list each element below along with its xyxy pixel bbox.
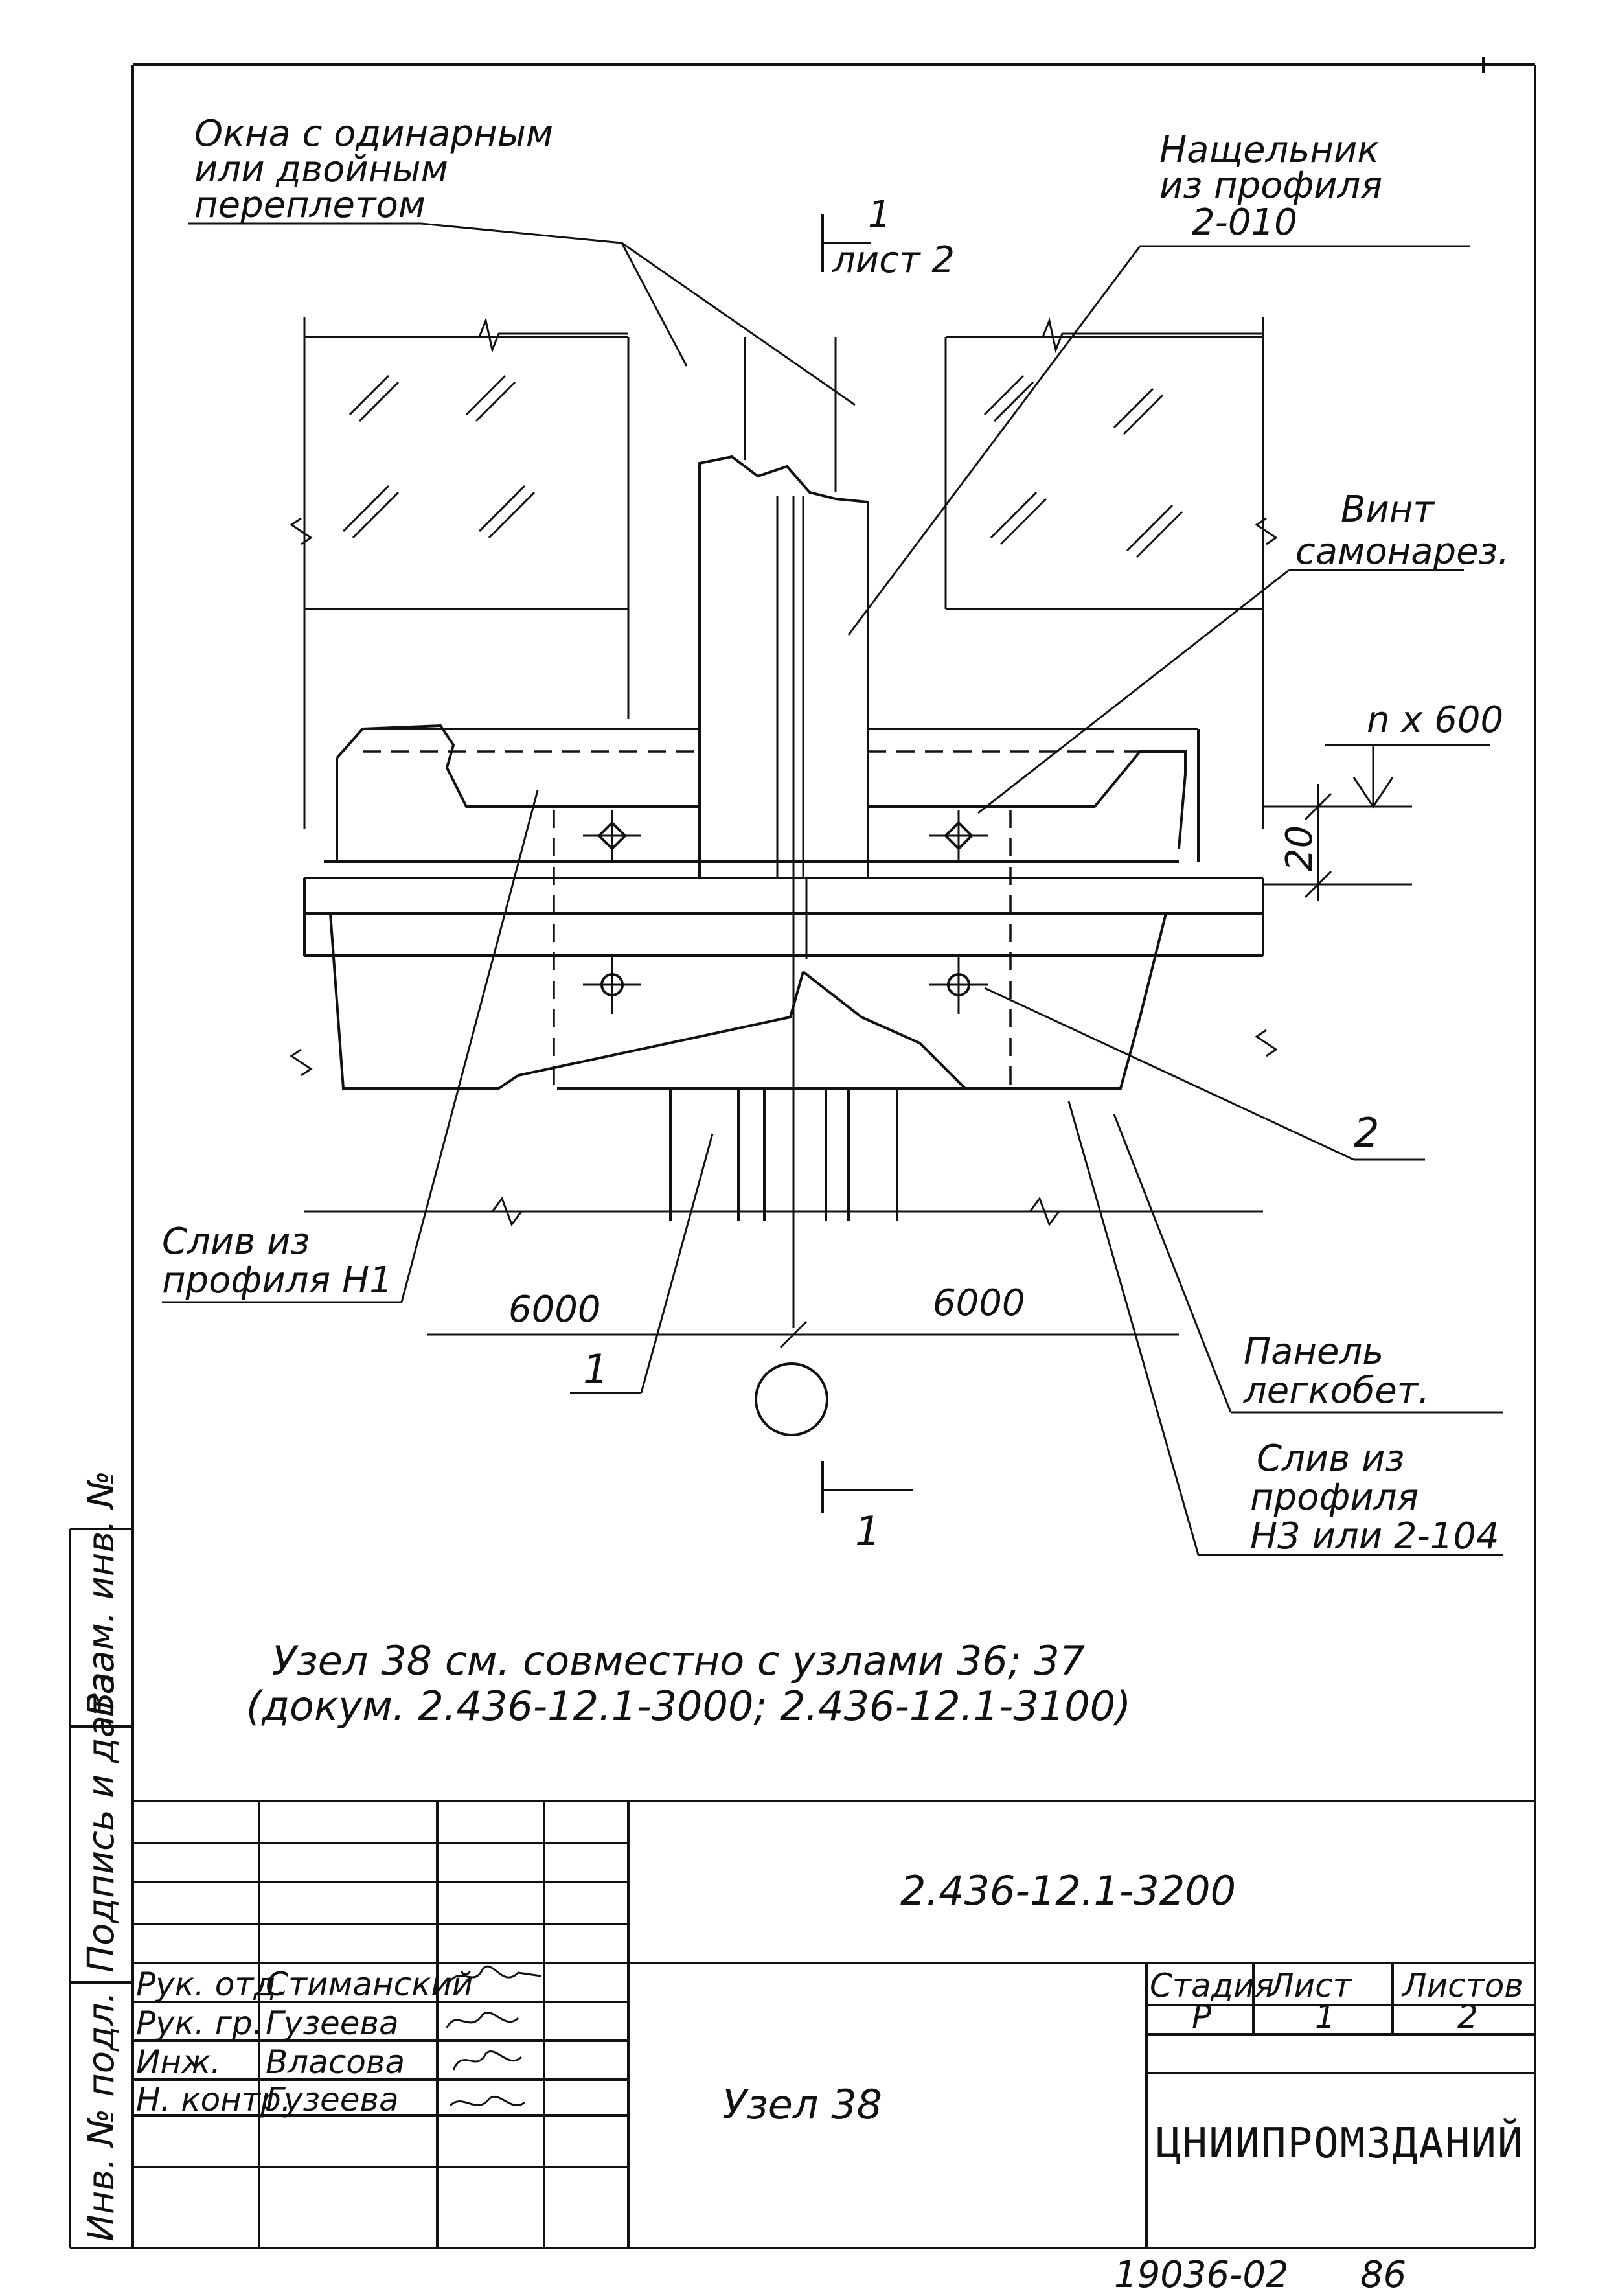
dimension-lines [304, 744, 1490, 1349]
window-right [944, 317, 1264, 829]
role-labels: Рук. отд. Рук. гр. Инж. Н. контр. [136, 1966, 291, 2118]
svg-text:профиля H1: профиля H1 [162, 1259, 393, 1302]
dimension-6000-right: 6000 [933, 1282, 1025, 1324]
section-mark-bottom [821, 1461, 913, 1513]
doc-code: 2.436-12.1-3200 [900, 1867, 1236, 1914]
stage-header: Стадия [1150, 1967, 1274, 2004]
svg-text:Рук. гр.: Рук. гр. [136, 2004, 263, 2042]
svg-text:из профиля: из профиля [1159, 165, 1382, 207]
dimension-6000-left: 6000 [508, 1289, 601, 1331]
title-block-grid [133, 1800, 1535, 2248]
callout-1: 1 [583, 1346, 608, 1393]
svg-text:2-010: 2-010 [1192, 201, 1297, 244]
svg-text:профиля: профиля [1250, 1476, 1419, 1519]
sidebar-signature-date: Подпись и дата [80, 1672, 122, 1973]
svg-text:Власова: Власова [266, 2043, 405, 2081]
svg-text:лист 2: лист 2 [832, 239, 955, 281]
svg-text:Рук. отд.: Рук. отд. [136, 1966, 286, 2003]
grid-axis-circle [755, 1362, 828, 1436]
label-screw: Винт самонарез. [1295, 488, 1509, 573]
svg-text:Нащельник: Нащельник [1159, 129, 1379, 171]
sidebar-frame [69, 1528, 133, 2248]
signature [446, 1965, 541, 2107]
column-below [669, 878, 898, 1328]
dimension-20: 20 [1279, 825, 1321, 871]
person-names: Стиманский Гузеева Власова Гузеева [266, 1966, 473, 2118]
svg-text:(докум. 2.436-12.1-3000; 2.436: (докум. 2.436-12.1-3000; 2.436-12.1-3100… [246, 1682, 1131, 1730]
label-flashing-h1: Слив из профиля H1 [162, 1221, 393, 1302]
flashing-h1 [336, 724, 1200, 862]
leader-lines [162, 222, 1503, 1556]
svg-text:Гузеева: Гузеева [266, 2004, 399, 2042]
svg-text:Узел 38 см. совместно с узлами: Узел 38 см. совместно с узлами 36; 37 [272, 1637, 1085, 1684]
svg-text:Слив из: Слив из [1257, 1438, 1404, 1480]
organization: ЦНИИПРОМЗДАНИЙ [1156, 2118, 1523, 2168]
svg-text:переплетом: переплетом [194, 184, 426, 226]
svg-text:Гузеева: Гузеева [266, 2081, 399, 2118]
svg-text:Н. контр.: Н. контр. [136, 2081, 291, 2118]
label-window: Окна с одинарным или двойным переплетом [194, 113, 553, 226]
sidebar-replaced-inv: Взам. инв. № [80, 1471, 122, 1717]
drawing-title: Узел 38 [722, 2081, 882, 2128]
svg-text:Винт: Винт [1341, 488, 1435, 531]
svg-text:Окна с одинарным: Окна с одинарным [194, 113, 553, 155]
sheet-header: Лист [1268, 1967, 1353, 2004]
label-flashing-h3: Слив из профиля H3 или 2-104 [1250, 1438, 1499, 1557]
svg-text:или двойным: или двойным [194, 148, 448, 190]
flashing-h3 [553, 810, 1012, 1090]
batten-profile [698, 455, 869, 879]
label-batten: Нащельник из профиля 2-010 [1159, 129, 1382, 244]
sheet-frame [70, 57, 1536, 2249]
section-mark-top [821, 214, 871, 272]
svg-text:Слив из: Слив из [162, 1221, 310, 1263]
screw-icon [583, 810, 641, 862]
label-section-bottom: 1 [855, 1508, 880, 1555]
note: Узел 38 см. совместно с узлами 36; 37 (д… [246, 1637, 1131, 1730]
sheets-value: 2 [1457, 1998, 1478, 2036]
svg-text:1: 1 [868, 194, 891, 236]
screw-icon [929, 810, 988, 862]
label-nx600: n x 600 [1367, 699, 1503, 741]
sheet-value: 1 [1315, 1998, 1336, 2036]
label-panel: Панель легкобет. [1243, 1331, 1430, 1412]
break-marks [290, 317, 1278, 1077]
footer-page: 86 [1360, 2254, 1406, 2296]
svg-text:самонарез.: самонарез. [1295, 531, 1509, 573]
callout-2: 2 [1354, 1109, 1379, 1156]
sheets-header: Листов [1401, 1967, 1523, 2004]
label-section-top: 1 лист 2 [832, 194, 955, 281]
footer-number: 19036-02 [1114, 2254, 1289, 2296]
svg-text:Панель: Панель [1244, 1331, 1384, 1373]
svg-text:легкобет.: легкобет. [1243, 1370, 1430, 1412]
panel-band [303, 860, 1264, 1090]
sidebar-inv-no: Инв. № подл. [80, 1992, 122, 2242]
svg-text:H3 или 2-104: H3 или 2-104 [1250, 1515, 1499, 1557]
svg-text:Инж.: Инж. [136, 2043, 221, 2081]
svg-text:Стиманский: Стиманский [266, 1966, 473, 2003]
stage-value: Р [1192, 1998, 1212, 2036]
rivet-icon [583, 956, 641, 1014]
rivet-icon [929, 956, 988, 1014]
